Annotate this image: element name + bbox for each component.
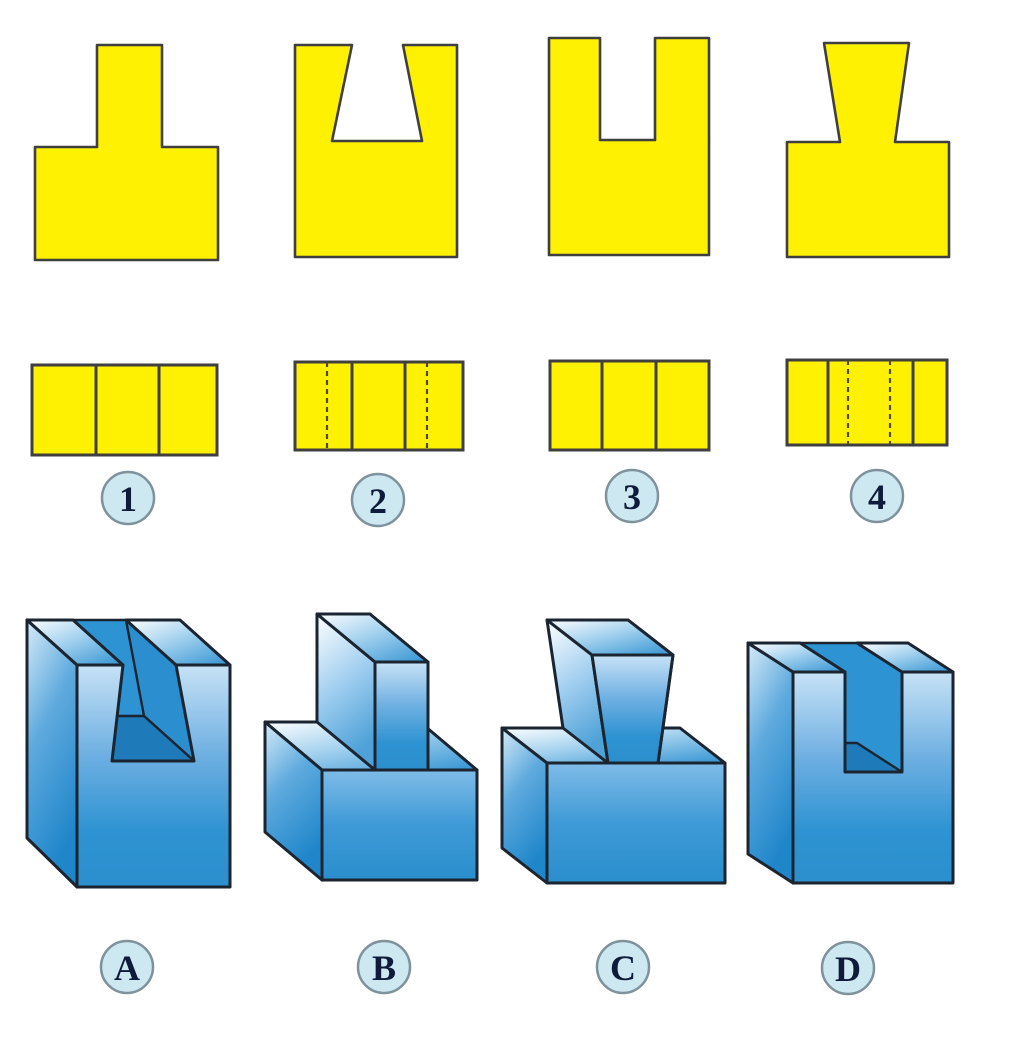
solid-badge-c-label: C: [610, 948, 636, 988]
badge-circle: [356, 939, 412, 995]
solid-b-base-front-face: [320, 768, 479, 882]
badge-circle: [849, 468, 905, 524]
solid-d: [746, 641, 955, 885]
solid-badge-d: D: [820, 940, 876, 996]
view-badge-4-label: 4: [868, 477, 886, 517]
top-view-1-rect: [30, 363, 219, 457]
top-view-4: [785, 358, 949, 447]
solid-badge-b-label: B: [372, 948, 396, 988]
solid-badge-c: C: [595, 939, 651, 995]
solid-a: [25, 618, 232, 889]
front-view-3-rect-slot: [547, 36, 711, 257]
solid-a-right-prong-top: [124, 618, 232, 667]
front-view-2-shape: [293, 43, 459, 259]
front-view-4-dovetail-tab: [785, 41, 951, 259]
badge-circle: [100, 470, 156, 526]
solid-d-left-prong-top: [746, 641, 847, 674]
front-view-2-dovetail-slot: [293, 43, 459, 259]
solid-badge-a: A: [99, 939, 155, 995]
front-view-1-shape: [33, 43, 220, 262]
top-view-2-rect: [293, 360, 465, 452]
view-badge-4: 4: [849, 468, 905, 524]
view-badge-2-label: 2: [369, 481, 387, 521]
top-view-3-rect: [548, 359, 711, 452]
solid-a-left-prong-top: [25, 618, 125, 667]
badge-circle: [595, 939, 651, 995]
solid-c-tab-front-face: [590, 653, 675, 765]
front-view-1-t-tab: [33, 43, 220, 262]
view-badge-1-label: 1: [119, 479, 137, 519]
front-view-3-shape: [547, 36, 711, 257]
top-view-1: [30, 363, 219, 457]
view-badge-3-label: 3: [623, 477, 641, 517]
top-view-2: [293, 360, 465, 452]
badge-circle: [99, 939, 155, 995]
badge-circle: [820, 940, 876, 996]
solid-d-right-prong-top: [855, 641, 955, 674]
view-badge-1: 1: [100, 470, 156, 526]
top-view-3: [548, 359, 711, 452]
solid-b: [263, 612, 479, 882]
solid-badge-b: B: [356, 939, 412, 995]
solid-d-left-face: [746, 641, 795, 885]
badge-circle: [604, 468, 660, 524]
solid-c: [500, 618, 727, 885]
view-badge-2: 2: [350, 472, 406, 528]
top-view-4-rect: [785, 358, 949, 447]
view-badge-3: 3: [604, 468, 660, 524]
solid-b-post-front-face: [373, 660, 430, 772]
solid-badge-d-label: D: [835, 949, 861, 989]
badge-circle: [350, 472, 406, 528]
solid-c-base-front-face: [545, 761, 727, 885]
front-view-4-shape: [785, 41, 951, 259]
solid-badge-a-label: A: [114, 948, 140, 988]
